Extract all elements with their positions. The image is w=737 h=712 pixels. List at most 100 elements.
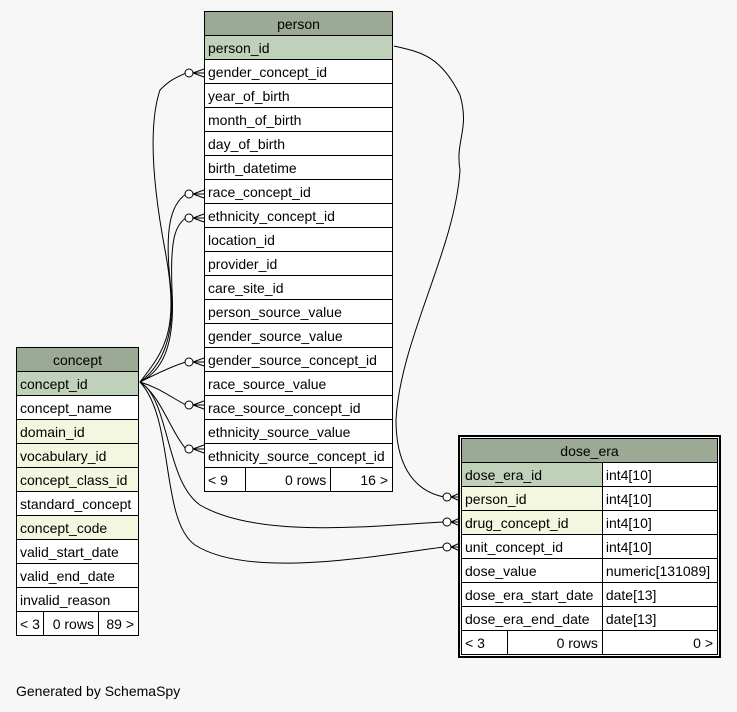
column-name: year_of_birth xyxy=(204,83,393,108)
column-row[interactable]: invalid_reason xyxy=(16,587,139,612)
parents-count[interactable]: < 3 xyxy=(461,630,508,655)
optional-circle-icon xyxy=(442,517,452,527)
optional-circle-icon xyxy=(442,492,452,502)
column-type: int4[10] xyxy=(601,462,719,487)
column-name: standard_concept xyxy=(16,491,139,516)
column-row[interactable]: valid_end_date xyxy=(16,563,139,588)
column-type: date[13] xyxy=(601,606,719,631)
column-name: care_site_id xyxy=(204,275,393,300)
rel-concept-gender xyxy=(139,72,187,383)
column-name: dose_era_start_date xyxy=(461,582,603,607)
column-name: concept_code xyxy=(16,515,139,540)
column-name: concept_class_id xyxy=(16,467,139,492)
column-name: person_id xyxy=(461,486,603,511)
optional-circle-icon xyxy=(184,357,194,367)
column-name: drug_concept_id xyxy=(461,510,603,535)
column-name: dose_value xyxy=(461,558,603,583)
column-name: race_concept_id xyxy=(204,179,393,204)
column-row[interactable]: day_of_birth xyxy=(204,131,393,156)
column-row[interactable]: person_source_value xyxy=(204,299,393,324)
row-count: 0 rows xyxy=(506,630,603,655)
column-row[interactable]: gender_concept_id xyxy=(204,59,393,84)
row-count: 0 rows xyxy=(42,611,99,636)
column-type: date[13] xyxy=(601,582,719,607)
rel-concept-ethnicity xyxy=(139,217,187,383)
column-row[interactable]: concept_name xyxy=(16,395,139,420)
column-name: race_source_concept_id xyxy=(204,395,393,420)
column-row[interactable]: care_site_id xyxy=(204,275,393,300)
column-name: ethnicity_concept_id xyxy=(204,203,393,228)
column-row[interactable]: race_source_value xyxy=(204,371,393,396)
column-name: birth_datetime xyxy=(204,155,393,180)
column-name: gender_concept_id xyxy=(204,59,393,84)
column-row[interactable]: race_source_concept_id xyxy=(204,395,393,420)
column-name: dose_era_id xyxy=(461,462,603,487)
column-type: int4[10] xyxy=(601,486,719,511)
children-count[interactable]: 0 > xyxy=(601,630,719,655)
column-name: valid_start_date xyxy=(16,539,139,564)
table-title[interactable]: dose_era xyxy=(461,438,718,463)
column-name: person_id xyxy=(204,35,393,60)
column-row[interactable]: concept_id xyxy=(16,371,139,396)
column-row[interactable]: concept_class_id xyxy=(16,467,139,492)
optional-circle-icon xyxy=(442,542,452,552)
parents-count[interactable]: < 3 xyxy=(16,611,44,636)
column-row[interactable]: vocabulary_id xyxy=(16,443,139,468)
column-name: invalid_reason xyxy=(16,587,139,612)
table-title[interactable]: concept xyxy=(16,347,139,372)
column-row[interactable]: ethnicity_concept_id xyxy=(204,203,393,228)
column-name: gender_source_concept_id xyxy=(204,347,393,372)
optional-circle-icon xyxy=(184,213,194,223)
column-row[interactable]: person_id xyxy=(204,35,393,60)
column-name: unit_concept_id xyxy=(461,534,603,559)
rel-concept-gender-source xyxy=(139,361,187,383)
column-row[interactable]: concept_code xyxy=(16,515,139,540)
parents-count[interactable]: < 9 xyxy=(203,467,247,492)
column-row[interactable]: ethnicity_source_concept_id xyxy=(204,443,393,468)
column-row[interactable]: gender_source_value xyxy=(204,323,393,348)
column-name: month_of_birth xyxy=(204,107,393,132)
column-row[interactable]: year_of_birth xyxy=(204,83,393,108)
column-row[interactable]: gender_source_concept_id xyxy=(204,347,393,372)
column-name: day_of_birth xyxy=(204,131,393,156)
column-row[interactable]: domain_id xyxy=(16,419,139,444)
column-row[interactable]: standard_concept xyxy=(16,491,139,516)
column-type: numeric[131089] xyxy=(601,558,719,583)
column-name: ethnicity_source_concept_id xyxy=(204,443,393,468)
rel-concept-unit xyxy=(139,381,445,564)
table-title[interactable]: person xyxy=(204,11,393,36)
column-row[interactable]: month_of_birth xyxy=(204,107,393,132)
column-name: person_source_value xyxy=(204,299,393,324)
column-row[interactable]: birth_datetime xyxy=(204,155,393,180)
optional-circle-icon xyxy=(184,189,194,199)
optional-circle-icon xyxy=(184,68,194,78)
generated-by-label: Generated by SchemaSpy xyxy=(16,683,181,699)
column-row[interactable]: ethnicity_source_value xyxy=(204,419,393,444)
column-row[interactable]: valid_start_date xyxy=(16,539,139,564)
column-name: domain_id xyxy=(16,419,139,444)
column-name: location_id xyxy=(204,227,393,252)
children-count[interactable]: 16 > xyxy=(330,467,393,492)
column-name: race_source_value xyxy=(204,371,393,396)
column-name: concept_name xyxy=(16,395,139,420)
children-count[interactable]: 89 > xyxy=(97,611,140,636)
column-row[interactable]: provider_id xyxy=(204,251,393,276)
optional-circle-icon xyxy=(184,444,194,454)
column-row[interactable]: location_id xyxy=(204,227,393,252)
rel-concept-drug xyxy=(139,381,445,529)
column-row[interactable]: race_concept_id xyxy=(204,179,393,204)
